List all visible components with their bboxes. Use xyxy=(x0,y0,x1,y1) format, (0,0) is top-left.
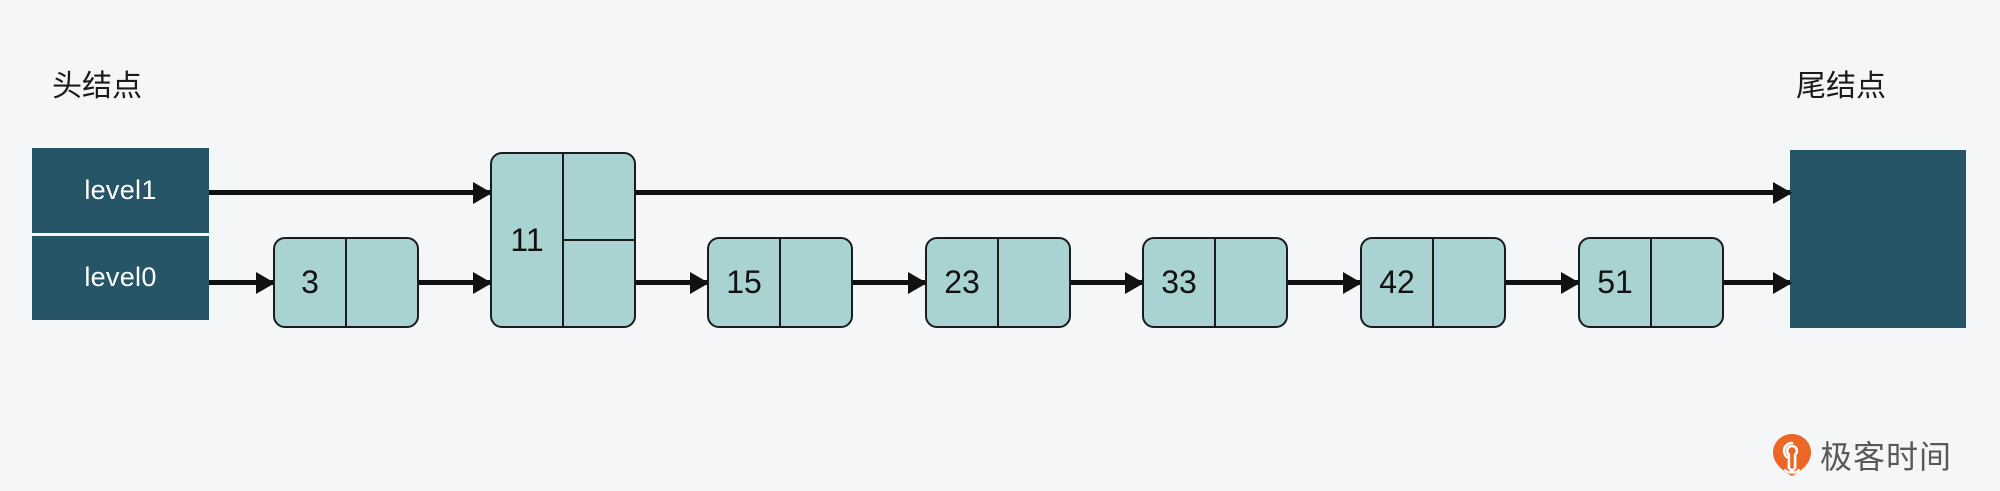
node-33: 33 xyxy=(1142,237,1288,328)
arrow-head-level1-to-11 xyxy=(209,190,490,195)
node-11-pointers xyxy=(564,154,634,326)
arrow-3-to-11 xyxy=(418,280,490,285)
node-51-pointers xyxy=(1652,239,1722,326)
node-42: 42 xyxy=(1360,237,1506,328)
geektime-teardrop-icon xyxy=(1772,433,1812,477)
geektime-wordmark: 极客时间 xyxy=(1820,438,1953,476)
node-51-next-level0 xyxy=(1652,239,1722,326)
head-node: level1 level0 xyxy=(32,148,209,320)
node-51-key: 51 xyxy=(1580,239,1652,326)
node-33-key: 33 xyxy=(1144,239,1216,326)
arrow-42-to-51 xyxy=(1505,280,1578,285)
node-33-next-level0 xyxy=(1216,239,1286,326)
head-node-level0: level0 xyxy=(32,232,209,320)
arrow-head-level0-to-3 xyxy=(209,280,273,285)
arrow-51-to-tail xyxy=(1723,280,1790,285)
node-15-key: 15 xyxy=(709,239,781,326)
arrow-11-to-15 xyxy=(635,280,707,285)
tail-node xyxy=(1790,150,1966,328)
geekbang-logo: 极客时间 xyxy=(1772,432,1952,478)
node-23-pointers xyxy=(999,239,1069,326)
head-node-level1: level1 xyxy=(32,148,209,233)
node-23-key: 23 xyxy=(927,239,999,326)
node-11-next-level1 xyxy=(564,154,634,239)
node-3-key: 3 xyxy=(275,239,347,326)
node-42-pointers xyxy=(1434,239,1504,326)
node-23: 23 xyxy=(925,237,1071,328)
node-11: 11 xyxy=(490,152,636,328)
arrow-15-to-23 xyxy=(852,280,925,285)
node-33-pointers xyxy=(1216,239,1286,326)
head-node-caption: 头结点 xyxy=(52,69,142,104)
node-11-key: 11 xyxy=(492,154,564,326)
node-15: 15 xyxy=(707,237,853,328)
node-15-next-level0 xyxy=(781,239,851,326)
node-42-key: 42 xyxy=(1362,239,1434,326)
node-15-pointers xyxy=(781,239,851,326)
arrow-23-to-33 xyxy=(1070,280,1142,285)
node-51: 51 xyxy=(1578,237,1724,328)
node-3-pointers xyxy=(347,239,417,326)
arrow-11-to-tail-level1 xyxy=(635,190,1790,195)
node-3: 3 xyxy=(273,237,419,328)
node-42-next-level0 xyxy=(1434,239,1504,326)
arrow-33-to-42 xyxy=(1287,280,1360,285)
node-11-next-level0 xyxy=(564,239,634,326)
node-23-next-level0 xyxy=(999,239,1069,326)
node-3-next-level0 xyxy=(347,239,417,326)
tail-node-caption: 尾结点 xyxy=(1796,69,1886,104)
